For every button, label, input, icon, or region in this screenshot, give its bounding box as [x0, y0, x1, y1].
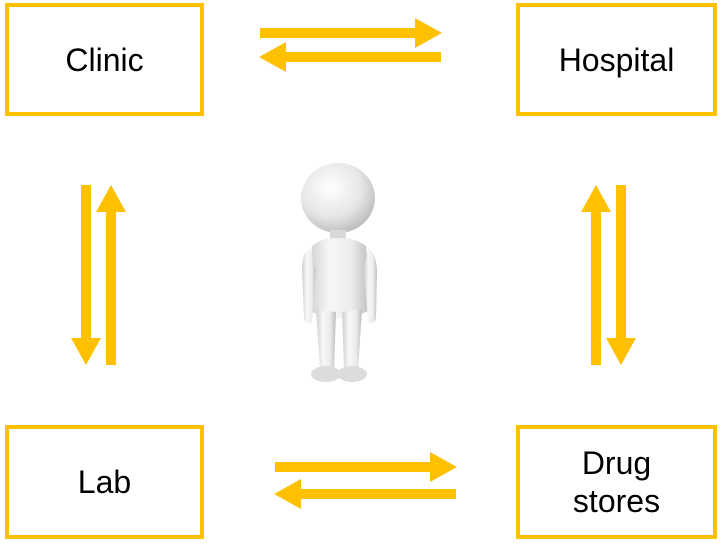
- right-arrow-icon: [260, 18, 442, 48]
- clinic-box: Clinic: [5, 3, 204, 116]
- down-arrow-icon: [606, 185, 636, 365]
- drug-stores-label-line-2: stores: [572, 483, 661, 519]
- lab-box: Lab: [5, 425, 204, 539]
- hospital-label: Hospital: [558, 41, 675, 78]
- clinic-label: Clinic: [65, 41, 144, 78]
- hospital-box: Hospital: [516, 3, 717, 116]
- drug-stores-label-line-1: Drug: [581, 445, 652, 481]
- right-arrow-icon: [275, 452, 457, 482]
- left-arrow-icon: [274, 479, 456, 509]
- lab-label: Lab: [77, 464, 132, 500]
- arrow-pair-lab-drug-stores: [274, 452, 457, 509]
- arrow-pair-clinic-hospital: [259, 18, 442, 72]
- left-arrow-icon: [259, 42, 441, 72]
- up-arrow-icon: [581, 185, 611, 365]
- arrow-pair-hospital-drug-stores: [581, 185, 636, 365]
- up-arrow-icon: [96, 185, 126, 365]
- down-arrow-icon: [71, 185, 101, 365]
- arrow-pair-clinic-lab: [71, 185, 126, 365]
- person-figure-icon: [301, 163, 377, 382]
- drug-stores-box: Drug stores: [516, 425, 717, 539]
